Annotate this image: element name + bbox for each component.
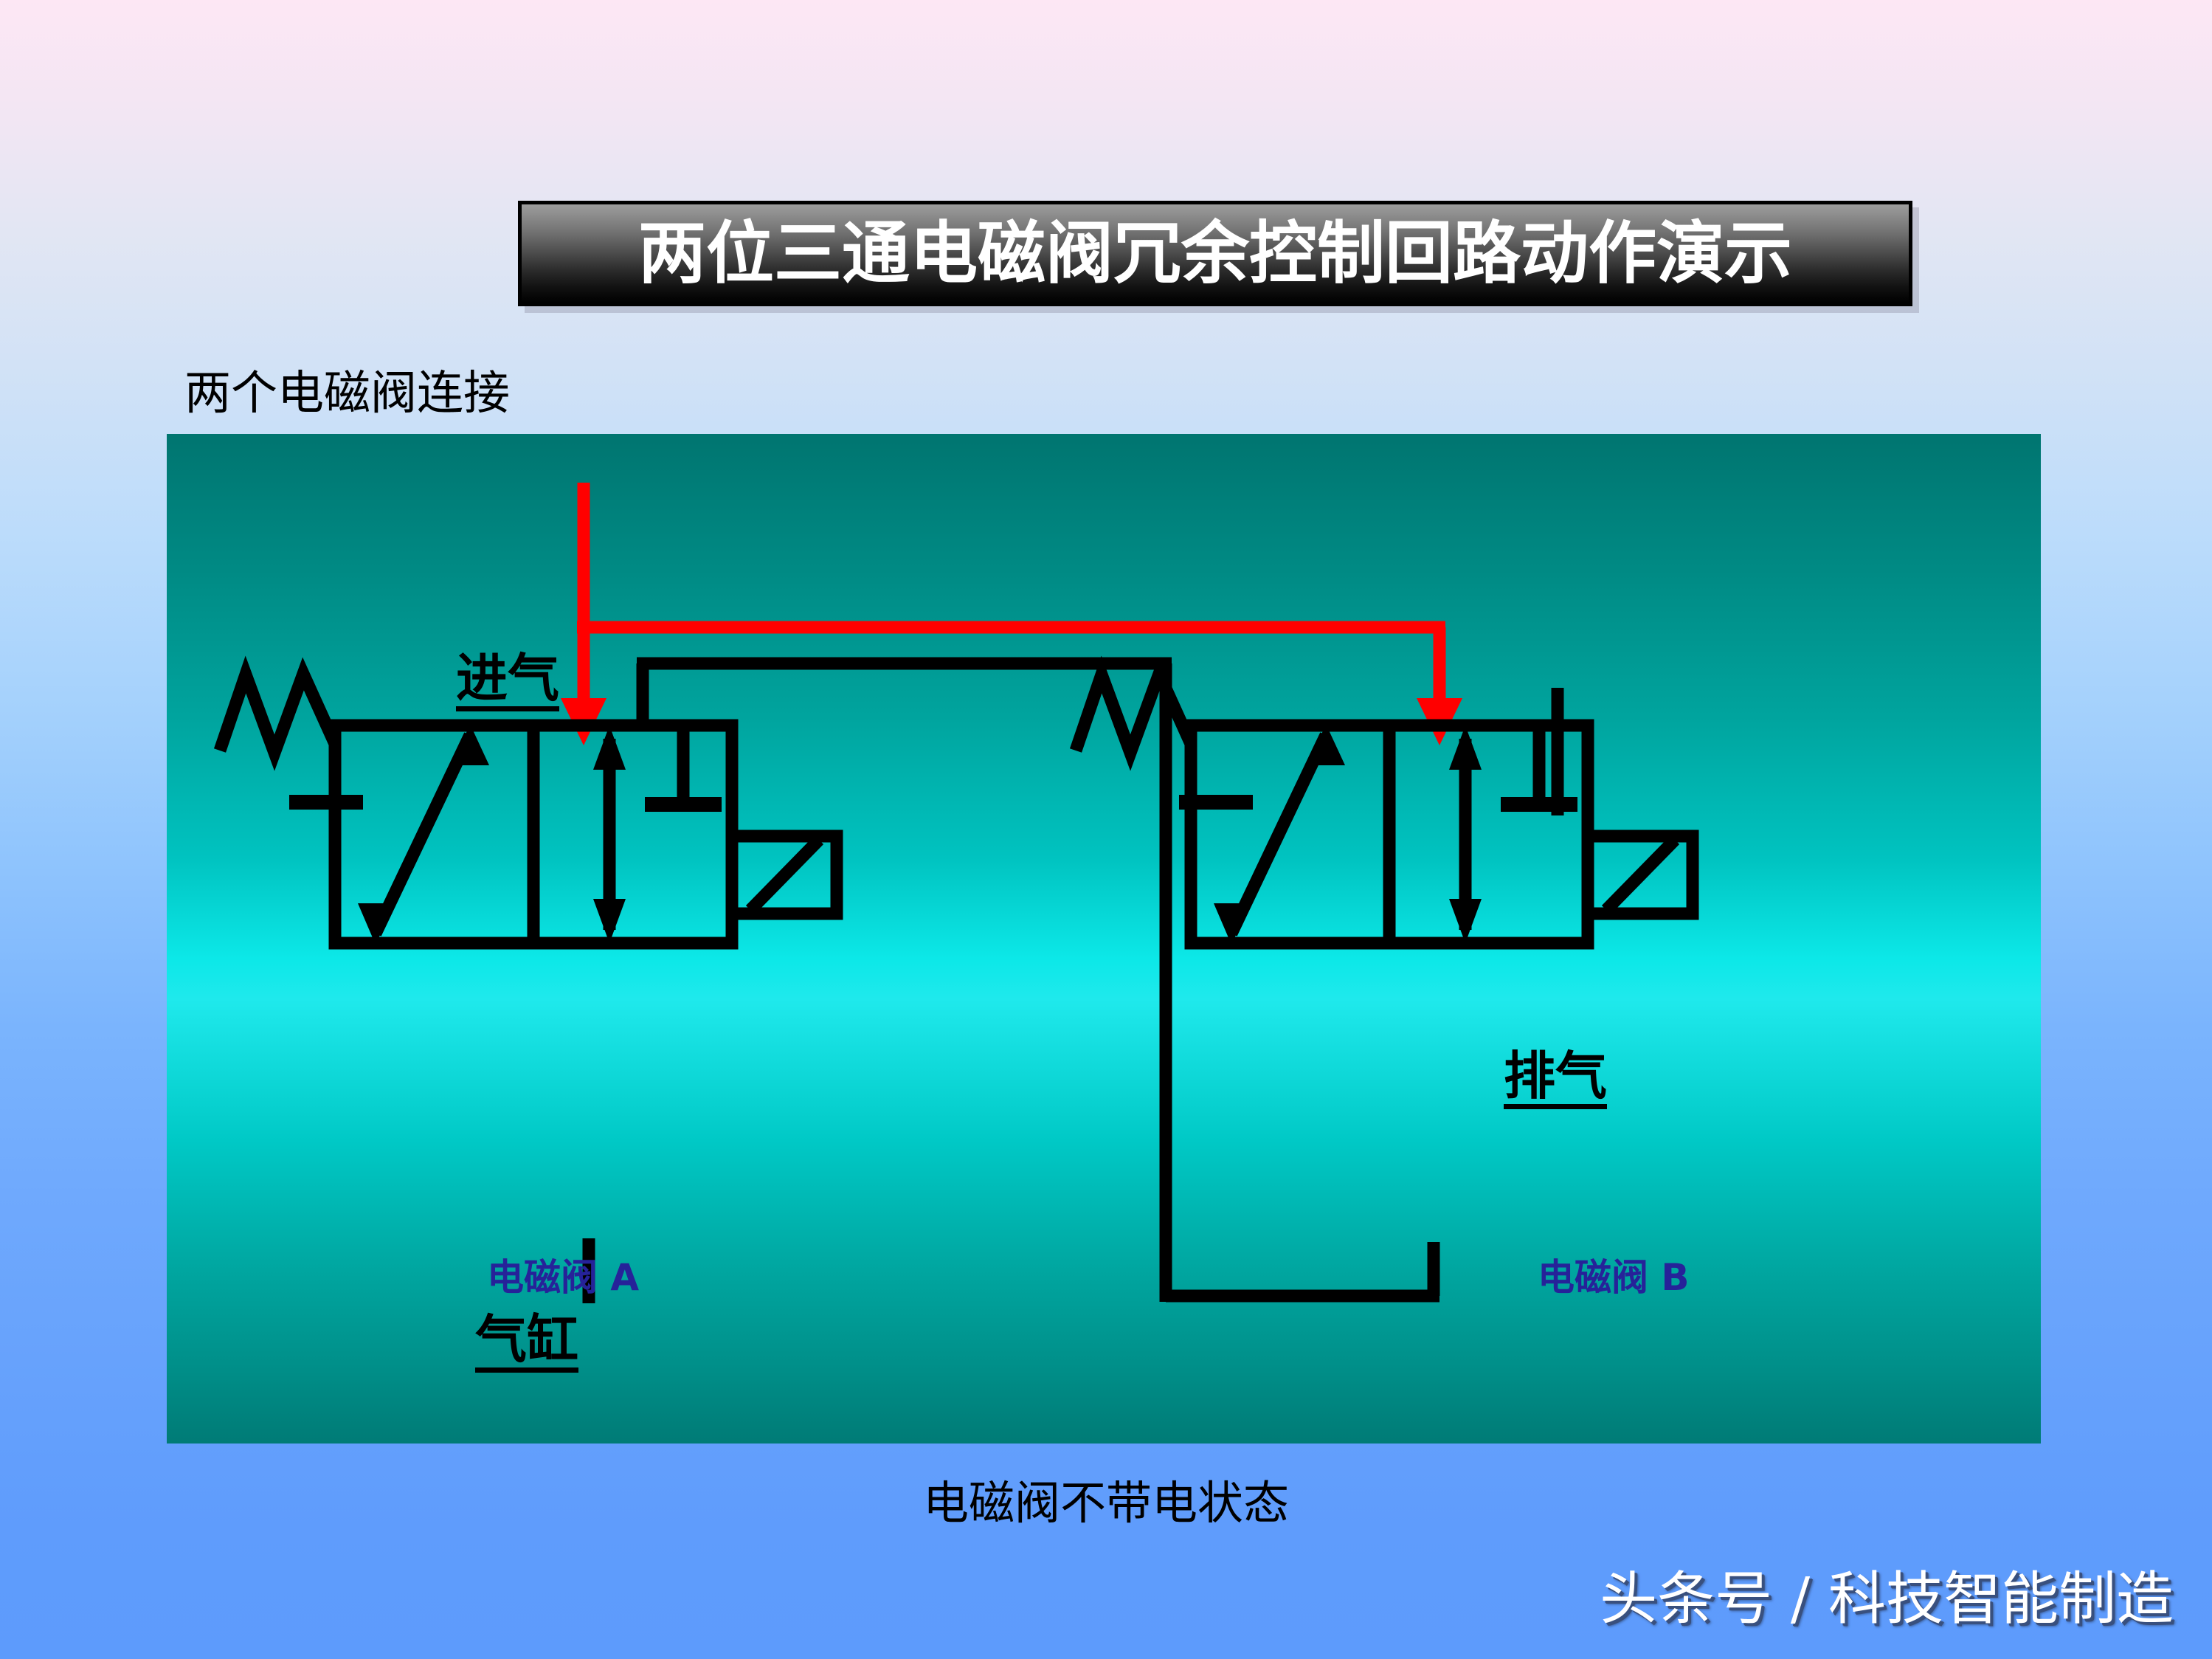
label-valve-b: 电磁阀 B <box>1538 1256 1690 1299</box>
page-title: 两位三通电磁阀冗余控制回路动作演示 <box>637 213 1792 293</box>
title-banner: 两位三通电磁阀冗余控制回路动作演示 <box>518 201 1912 306</box>
label-valve-a: 电磁阀 A <box>487 1256 640 1299</box>
label-exhaust: 排气 <box>1504 1050 1607 1109</box>
pneumatic-circuit-svg <box>213 483 1699 1303</box>
diagram-caption: 电磁阀不带电状态 <box>922 1476 1289 1530</box>
interconnect-pipe-black <box>636 657 1440 1303</box>
valve-b-symbol <box>1069 655 1699 950</box>
valve-a-symbol <box>213 655 843 950</box>
label-cylinder: 气缸 <box>475 1314 578 1373</box>
section-heading: 两个电磁阀连接 <box>184 366 510 420</box>
watermark: 头条号 / 科技智能制造 <box>1600 1566 2174 1632</box>
supply-pipe-red <box>561 483 1462 745</box>
label-intake: 进气 <box>456 652 559 711</box>
diagram-panel: 进气 排气 气缸 电磁阀 A 电磁阀 B <box>167 434 2041 1444</box>
